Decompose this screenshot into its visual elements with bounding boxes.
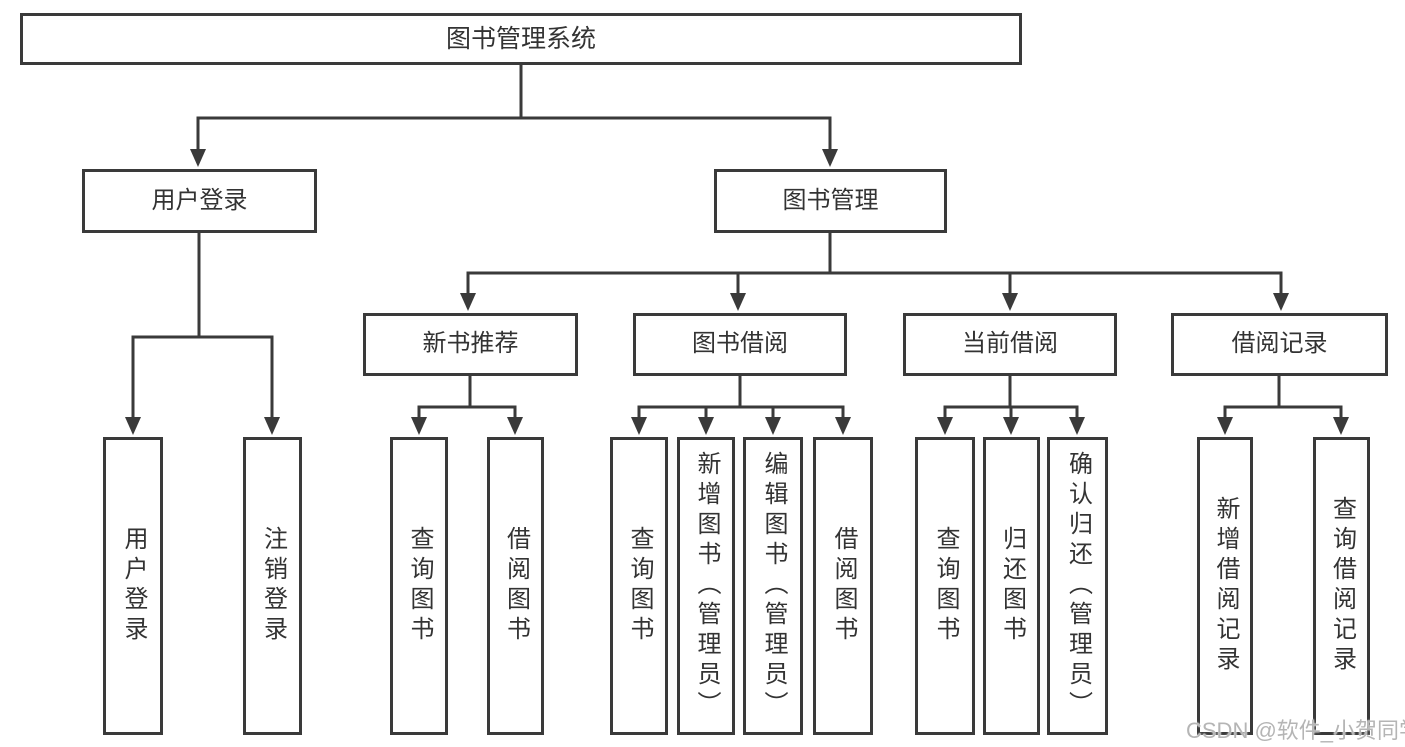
node-book-management: 图书管理 [714,169,947,233]
leaf-newbook-borrow-books: 借阅图书 [487,437,544,735]
leaf-logout: 注销登录 [243,437,302,735]
leaf-current-confirm-return-admin: 确认归还（管理员） [1047,437,1108,735]
node-new-book-recommend: 新书推荐 [363,313,578,376]
leaf-current-return-books: 归还图书 [983,437,1040,735]
leaf-borrow-query-books: 查询图书 [610,437,668,735]
node-borrow-records: 借阅记录 [1171,313,1388,376]
node-book-borrow: 图书借阅 [633,313,847,376]
leaf-borrow-add-books-admin: 新增图书（管理员） [677,437,735,735]
leaf-records-query-record: 查询借阅记录 [1313,437,1370,735]
leaf-borrow-edit-books-admin: 编辑图书（管理员） [743,437,803,735]
leaf-newbook-query-books: 查询图书 [390,437,448,735]
node-current-borrow: 当前借阅 [903,313,1117,376]
node-library-system: 图书管理系统 [20,13,1022,65]
leaf-current-query-books: 查询图书 [915,437,975,735]
csdn-watermark: CSDN @软件_小贺同学 [1186,718,1405,743]
node-user-login: 用户登录 [82,169,317,233]
leaf-borrow-borrow-books: 借阅图书 [813,437,873,735]
leaf-records-add-record: 新增借阅记录 [1197,437,1253,735]
leaf-user-login: 用户登录 [103,437,163,735]
